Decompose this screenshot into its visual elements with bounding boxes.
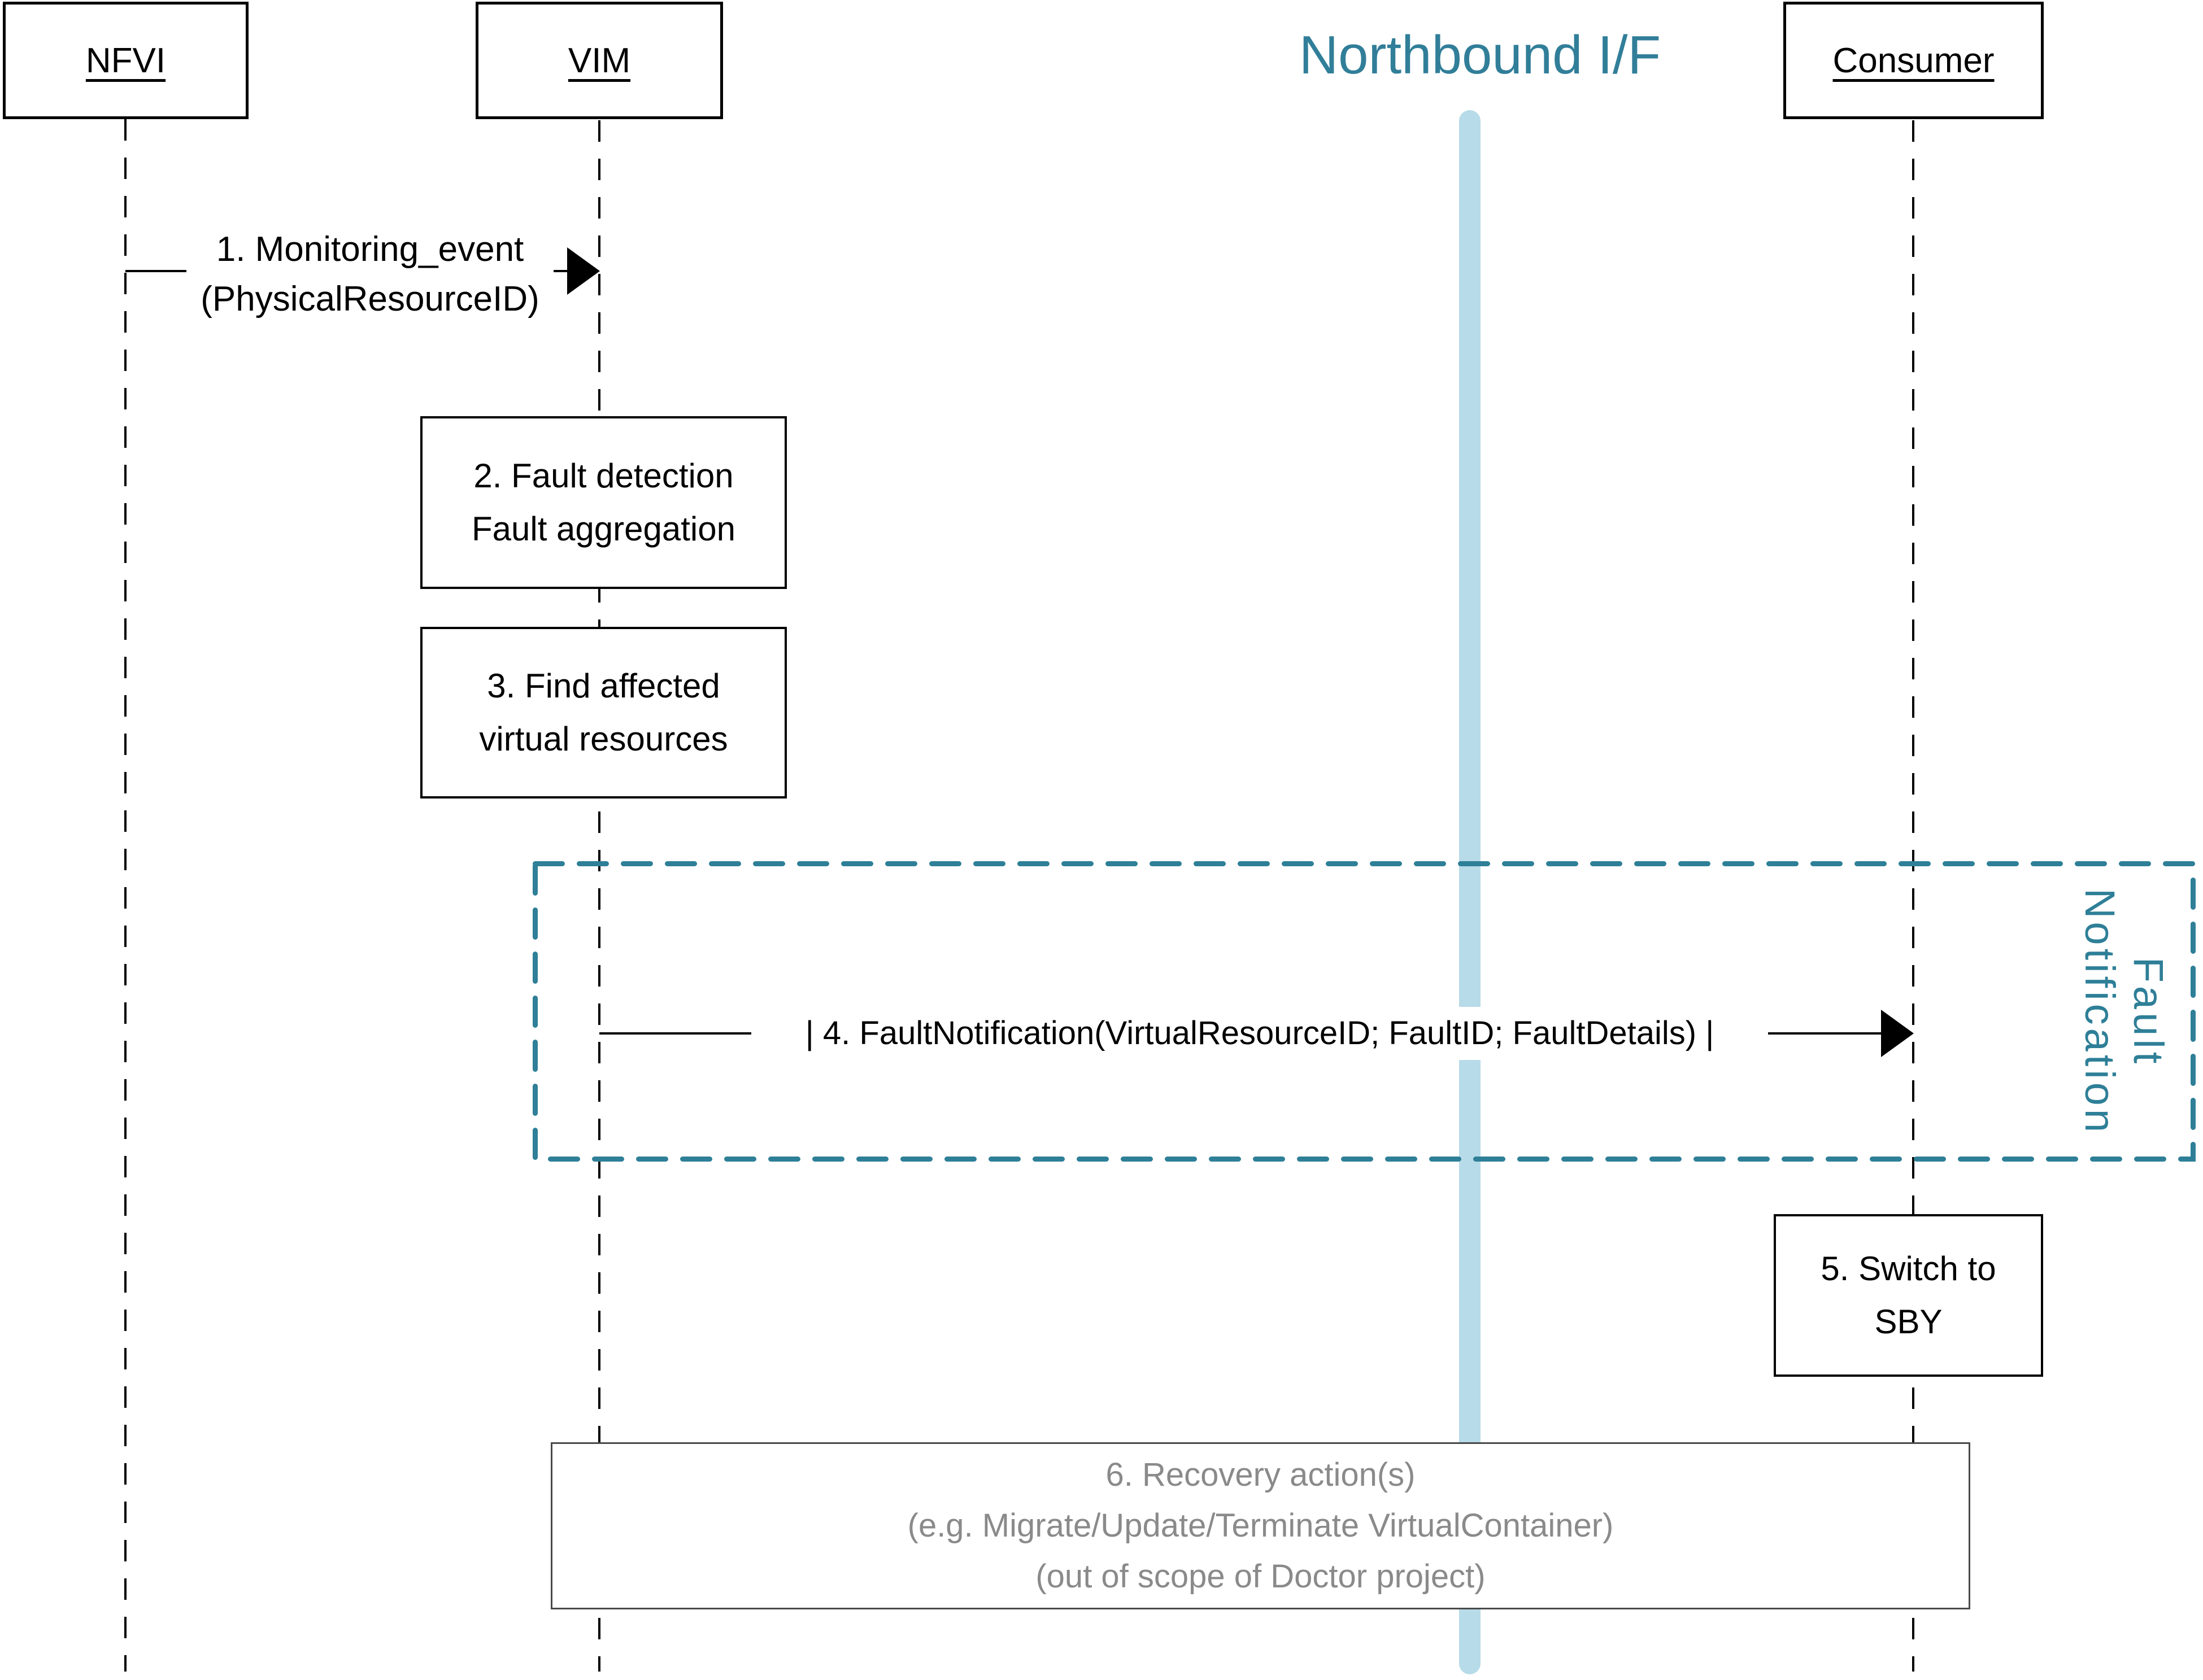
actor-label-nfvi: NFVI [85, 41, 166, 80]
activity-6-line3: (out of scope of Doctor project) [1035, 1558, 1486, 1595]
fault-notification-frame-label: Fault Notification [2075, 854, 2172, 1170]
northbound-title: Northbound I/F [1299, 25, 1661, 85]
actor-label-vim: VIM [568, 41, 631, 80]
activity-6-line1: 6. Recovery action(s) [1105, 1456, 1416, 1493]
message-4-label: | 4. FaultNotification(VirtualResourceID… [751, 1007, 1768, 1060]
actor-label-consumer: Consumer [1832, 41, 1995, 80]
activity-3-line1: 3. Find affected [487, 667, 720, 705]
activity-box-2-fault-detection: 2. Fault detection Fault aggregation [420, 416, 787, 589]
actor-box-nfvi: NFVI [3, 2, 249, 119]
message-1-label: 1. Monitoring_event (PhysicalResourceID) [186, 225, 554, 324]
activity-6-line2: (e.g. Migrate/Update/Terminate VirtualCo… [907, 1507, 1614, 1544]
activity-2-line2: Fault aggregation [472, 510, 735, 548]
activity-5-line2: SBY [1874, 1303, 1943, 1341]
frame-label-line2: Notification [2076, 888, 2123, 1136]
activity-5-line1: 5. Switch to [1821, 1250, 1996, 1288]
activity-3-line2: virtual resources [479, 720, 728, 758]
message-1-text-line1: 1. Monitoring_event [216, 230, 524, 269]
frame-label-line1: Fault [2125, 957, 2172, 1067]
activity-box-6-recovery-actions: 6. Recovery action(s) (e.g. Migrate/Upda… [551, 1442, 1970, 1609]
activity-2-line1: 2. Fault detection [473, 457, 734, 495]
actor-box-vim: VIM [476, 2, 723, 119]
message-4-arrowhead-icon [1881, 1010, 1914, 1057]
fault-notification-frame [533, 861, 2196, 1162]
activity-box-3-find-affected: 3. Find affected virtual resources [420, 627, 787, 798]
actor-box-consumer: Consumer [1783, 2, 2044, 119]
activity-box-5-switch-to-sby: 5. Switch to SBY [1774, 1214, 2043, 1377]
message-1-arrowhead-icon [567, 247, 600, 295]
message-4-text: | 4. FaultNotification(VirtualResourceID… [805, 1015, 1714, 1051]
message-1-text-line2: (PhysicalResourceID) [201, 280, 539, 318]
